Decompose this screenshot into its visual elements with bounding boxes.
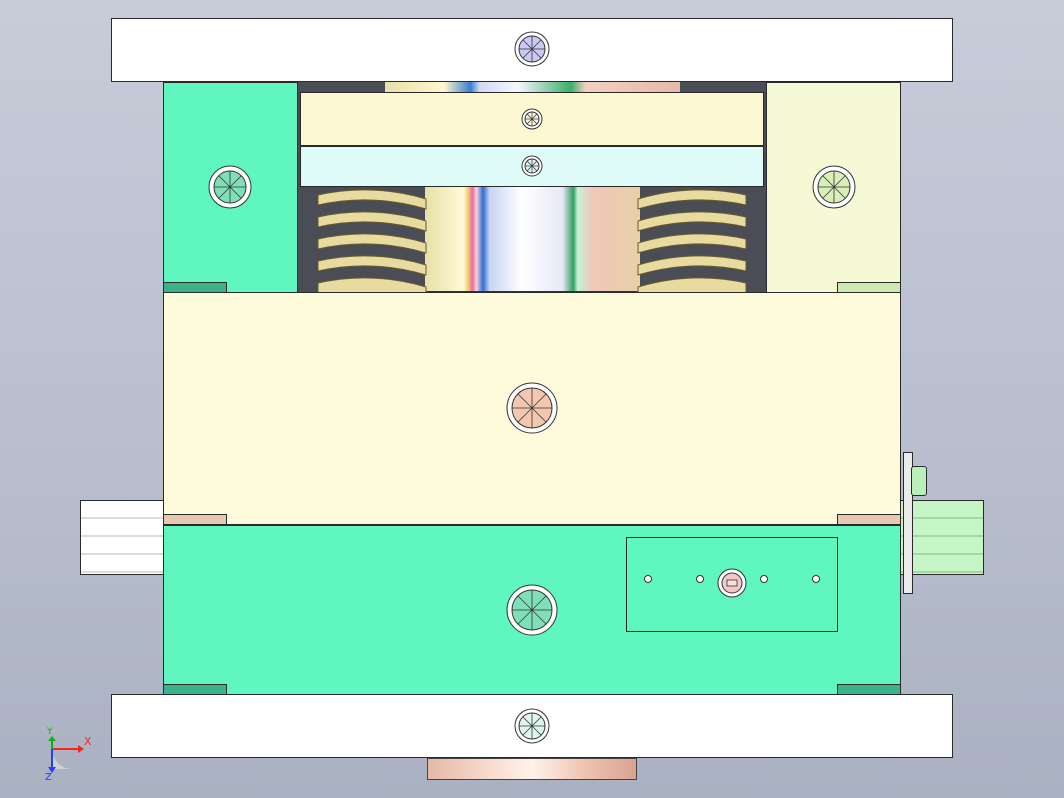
top-plate-screw-icon bbox=[514, 31, 550, 67]
nameplate-hole-2 bbox=[696, 575, 704, 583]
triad-y-label: Y bbox=[47, 727, 53, 737]
nameplate-holes bbox=[644, 568, 820, 598]
center-support-pillar bbox=[425, 187, 640, 292]
right-lock-knob bbox=[911, 466, 927, 496]
right-return-spring bbox=[637, 189, 747, 294]
left-lock-block[interactable] bbox=[80, 500, 164, 575]
triad-x-label: X bbox=[84, 735, 92, 748]
core-plate-screw-icon bbox=[506, 584, 558, 636]
nameplate-hole-3 bbox=[760, 575, 768, 583]
ejector-plate-screw-icon bbox=[521, 155, 543, 177]
nameplate-hole-1 bbox=[644, 575, 652, 583]
right-lock-block[interactable] bbox=[900, 500, 984, 575]
left-block-screw-icon bbox=[208, 165, 252, 209]
guide-bar-top bbox=[385, 82, 680, 94]
nameplate-center-screw-icon bbox=[717, 568, 747, 598]
locating-ring[interactable] bbox=[427, 758, 637, 780]
nameplate-hole-4 bbox=[812, 575, 820, 583]
right-block-screw-icon bbox=[812, 165, 856, 209]
triad-z-label: Z bbox=[45, 772, 52, 783]
orientation-triad bbox=[48, 736, 84, 773]
right-lock-pin bbox=[903, 452, 913, 594]
bottom-plate-screw-icon bbox=[514, 708, 550, 744]
cavity-plate-left-foot bbox=[163, 514, 227, 525]
left-return-spring bbox=[317, 189, 427, 294]
cavity-plate-screw-icon bbox=[506, 382, 558, 434]
retainer-screw-icon bbox=[521, 108, 543, 130]
cavity-plate-right-foot bbox=[837, 514, 901, 525]
